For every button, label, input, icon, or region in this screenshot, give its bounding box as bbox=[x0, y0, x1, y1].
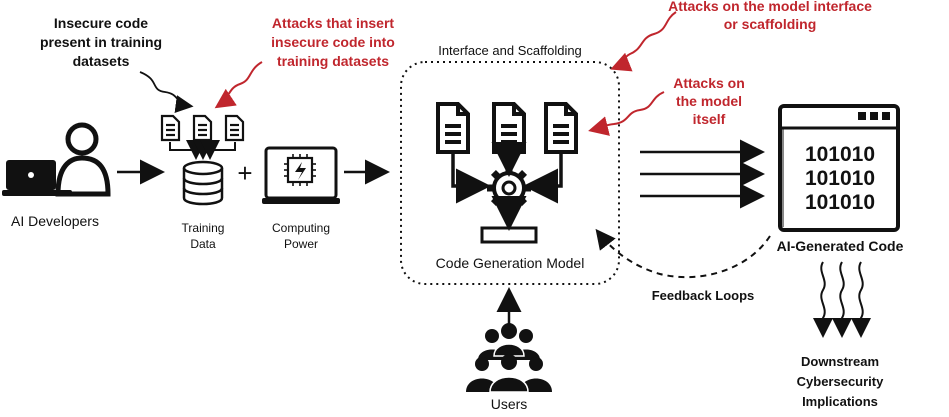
model-output-bar-icon bbox=[480, 226, 538, 244]
model-attack-arrow bbox=[588, 91, 665, 136]
model-attack-label: Attacks on the model itself bbox=[673, 75, 745, 127]
documents-to-database-arrows bbox=[169, 140, 236, 160]
training-attack-label: Attacks that insert insecure code into t… bbox=[271, 15, 395, 69]
interface-scaffolding-box bbox=[400, 61, 620, 285]
users-label: Users bbox=[490, 396, 528, 412]
model-documents-icon bbox=[436, 102, 578, 154]
ai-generated-code-label: AI-Generated Code bbox=[776, 238, 904, 254]
code-line-1: 101010 bbox=[804, 143, 876, 166]
code-line-3: 101010 bbox=[804, 191, 876, 214]
ai-developer-icon bbox=[2, 122, 111, 197]
computing-power-label: Computing Power bbox=[271, 221, 331, 251]
code-window-icon bbox=[778, 104, 900, 232]
interface-scaffolding-label: Interface and Scaffolding bbox=[438, 43, 582, 58]
downstream-implications-label: Downstream Cybersecurity Implications bbox=[796, 354, 884, 409]
ai-developers-label: AI Developers bbox=[11, 213, 99, 229]
code-generation-model-label: Code Generation Model bbox=[435, 255, 585, 271]
model-to-code-arrows bbox=[640, 139, 765, 209]
insecure-code-arrow bbox=[139, 71, 194, 114]
users-icon bbox=[466, 323, 552, 393]
training-attack-arrow bbox=[214, 61, 263, 109]
plus-sign: + bbox=[237, 158, 253, 188]
feedback-loop-arrow bbox=[595, 228, 771, 279]
downstream-wavy-arrows bbox=[812, 261, 871, 338]
feedback-loops-label: Feedback Loops bbox=[651, 288, 755, 303]
database-icon bbox=[182, 160, 224, 206]
computing-power-icon bbox=[262, 146, 340, 204]
interface-attack-label: Attacks on the model interface or scaffo… bbox=[668, 0, 872, 32]
insecure-code-label: Insecure code present in training datase… bbox=[39, 15, 163, 69]
gear-icon bbox=[487, 166, 531, 210]
interface-attack-arrow bbox=[610, 11, 677, 72]
training-data-label: Training Data bbox=[181, 221, 225, 251]
training-documents-icon bbox=[160, 114, 245, 142]
code-line-2: 101010 bbox=[804, 167, 876, 190]
